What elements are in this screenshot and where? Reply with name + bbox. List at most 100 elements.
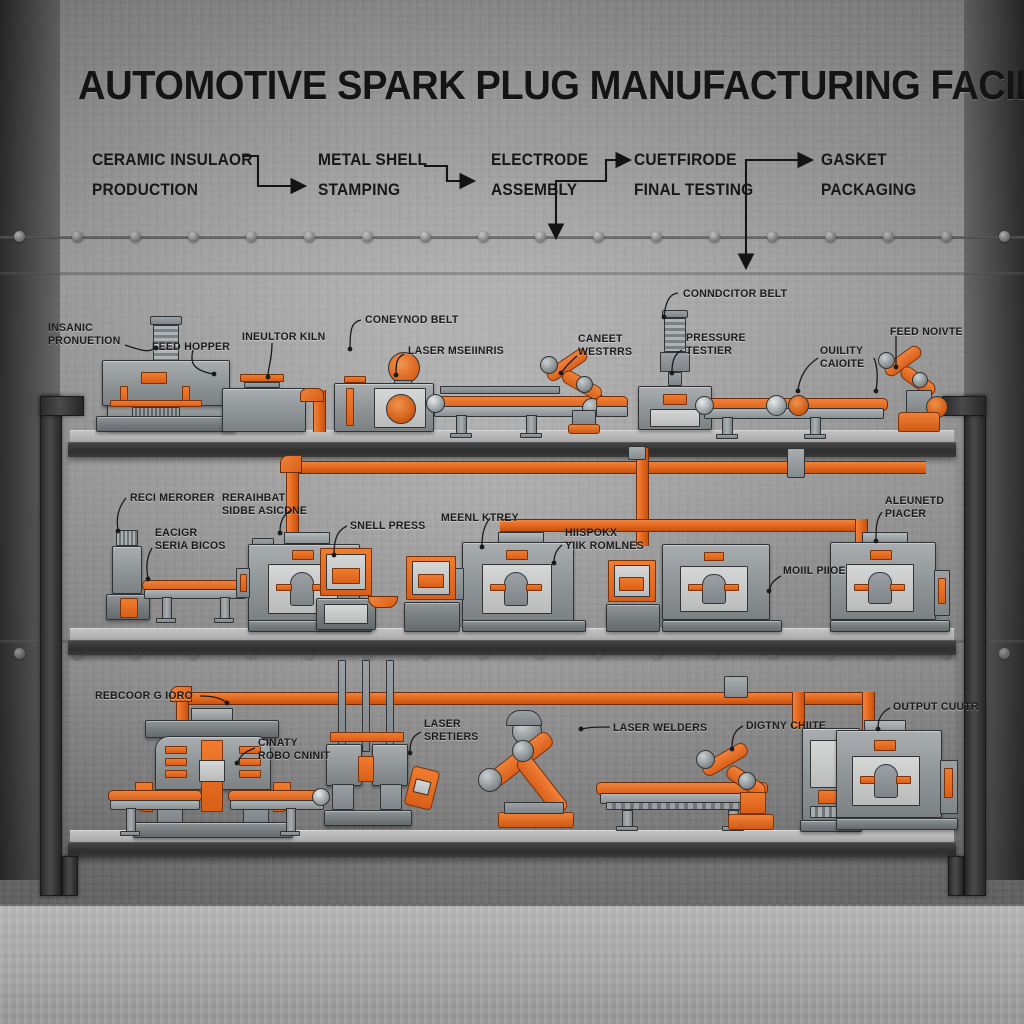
conveyor-foot [280, 831, 300, 836]
output-tool-left [860, 776, 875, 784]
machine-gantry-sealer[interactable] [324, 660, 414, 830]
robot-arm-discharge[interactable] [696, 740, 780, 836]
flow-step-metal-shell-stamping[interactable]: METAL SHELL STAMPING [318, 145, 427, 205]
callout-hiispokx-yiik-romlnes: HIISPOKX YIIK ROMLNES [565, 527, 644, 553]
robot-arm-laser-welder-main[interactable] [478, 710, 620, 836]
conveyor-frame [110, 800, 200, 810]
callout-ouility-caioite: OUILITY CAIOITE [820, 345, 864, 371]
machine-rod-feeder[interactable] [106, 530, 150, 628]
gantry-head-left [326, 744, 362, 786]
callout-digtny-chiite: DIGTNY CHIITE [746, 720, 826, 733]
hopper-body [222, 388, 306, 432]
callout-line1: CANEET [578, 333, 623, 345]
factory-floor [0, 904, 1024, 1024]
pipe-drop-bottom-mid [792, 692, 805, 728]
rivet [998, 231, 1010, 242]
lathe-status-panel [506, 550, 528, 560]
conveyor-foot [520, 433, 542, 438]
flow-step-line1: CUETFIRODE [634, 151, 737, 169]
machine-insulator-press-base[interactable] [96, 360, 236, 432]
pipe-main-header-middle [286, 461, 926, 474]
flow-step-line2: ASSEMBLY [491, 181, 578, 199]
rivet [998, 648, 1010, 659]
page-title: AUTOMOTIVE SPARK PLUG MANUFACTURING FACI… [78, 62, 1024, 108]
callout-line1: MEENL KTREY [441, 512, 519, 524]
flow-step-line1: ELECTRODE [491, 151, 589, 169]
rivet [14, 231, 25, 242]
aux-cabinet [606, 604, 660, 632]
placer-tool-left [854, 584, 869, 591]
conveyor-middle-left[interactable] [142, 580, 248, 624]
rivet [883, 231, 895, 242]
tester-spring-column [664, 318, 686, 352]
callout-eacigr-seria-bicos: EACIGR SERIA BICOS [155, 527, 226, 553]
machine-mold-press[interactable] [662, 540, 782, 632]
robot-shoulder-joint [512, 740, 534, 762]
callout-conndcitor-belt: CONNDCITOR BELT [683, 288, 787, 301]
callout-line1: DIGTNY CHIITE [746, 720, 827, 732]
machine-insulator-kiln[interactable] [330, 352, 438, 432]
press-base-plinth [96, 416, 236, 432]
callout-line1: REBCOOR G IORO [95, 690, 194, 702]
forming-press-rail-r3 [239, 770, 261, 778]
flow-step-gasket-packaging[interactable]: GASKET PACKAGING [821, 145, 916, 205]
callout-line2: TESTIER [686, 345, 733, 357]
rack-post-left [40, 396, 62, 896]
machine-press-aux-1[interactable] [316, 548, 378, 630]
gantry-center-tool [358, 756, 374, 782]
callout-line1: INEULTOR KILN [242, 331, 326, 343]
callout-line1: RERAIHBAT [222, 492, 286, 504]
pipe-branch-mid [500, 519, 640, 532]
forming-press-rail-l2 [165, 758, 187, 766]
robot-arm-packaging[interactable] [878, 342, 950, 432]
press-control-panel [141, 372, 167, 384]
rivet [825, 231, 837, 242]
conveyor-welding-line[interactable] [596, 782, 768, 834]
press-workpiece [290, 572, 314, 606]
machine-automated-placer[interactable] [830, 532, 950, 632]
pipe-branch-right [636, 519, 866, 532]
callout-aleunetd-piacer: ALEUNETD PIACER [885, 495, 944, 521]
flow-step-line1: CERAMIC INSULAOR [92, 151, 253, 169]
conveyor-press-exit-right[interactable] [228, 788, 330, 838]
machine-output-counter[interactable] [836, 720, 958, 834]
placer-plinth [830, 620, 950, 632]
robot-elbow-joint [478, 768, 502, 792]
callout-laser-sretiers: LASER SRETIERS [424, 718, 479, 744]
kiln-anchor [222, 366, 232, 376]
kiln-sight-strip [346, 388, 354, 426]
device-laser-scanner[interactable] [403, 765, 442, 812]
floor-texture [0, 904, 1024, 1024]
shelf-beam-top [68, 442, 956, 457]
callout-laser-mseiinris: LASER MSEIINRIS [408, 345, 504, 358]
flow-step-electrode-assembly[interactable]: ELECTRODE ASSEMBLY [491, 145, 588, 205]
callout-snell-press: SNELL PRESS [350, 520, 426, 533]
machine-mold-aux-left[interactable] [606, 560, 664, 632]
press-platen [110, 400, 202, 407]
flow-step-electrode-final-testing[interactable]: CUETFIRODE FINAL TESTING [634, 145, 753, 205]
pipe-valve-inline [787, 448, 805, 478]
conveyor-roller-left [426, 394, 445, 413]
flow-step-ceramic-insulator-production[interactable]: CERAMIC INSULAOR PRODUCTION [92, 145, 253, 205]
output-workpiece [874, 764, 898, 798]
conveyor-quality-check[interactable] [695, 395, 888, 442]
machine-feed-hopper[interactable] [218, 374, 310, 432]
machine-lathe-aux-left[interactable] [404, 556, 464, 632]
forming-press-rail-l3 [165, 770, 187, 778]
callout-line1: FEED NOIVTE [890, 326, 963, 338]
callout-line1: HIISPOKX [565, 527, 618, 539]
pipe-main-header-bottom [176, 692, 862, 705]
press-spring-column [153, 325, 179, 361]
callout-line2: ROBO CNINIT [258, 750, 331, 762]
flow-step-line1: GASKET [821, 151, 887, 169]
callout-cinaty-robo-cninit: CINATY ROBO CNINIT [258, 737, 330, 763]
robot-elbow-joint [576, 376, 593, 393]
mold-tool-left [688, 584, 703, 591]
press-side-indicator [240, 574, 247, 592]
rivet [187, 231, 199, 242]
conveyor-press-exit-left[interactable] [108, 790, 202, 838]
tester-shaft [668, 372, 682, 386]
robot-shoulder-joint [878, 352, 895, 369]
rivet [477, 231, 489, 242]
callout-line1: CINATY [258, 737, 298, 749]
